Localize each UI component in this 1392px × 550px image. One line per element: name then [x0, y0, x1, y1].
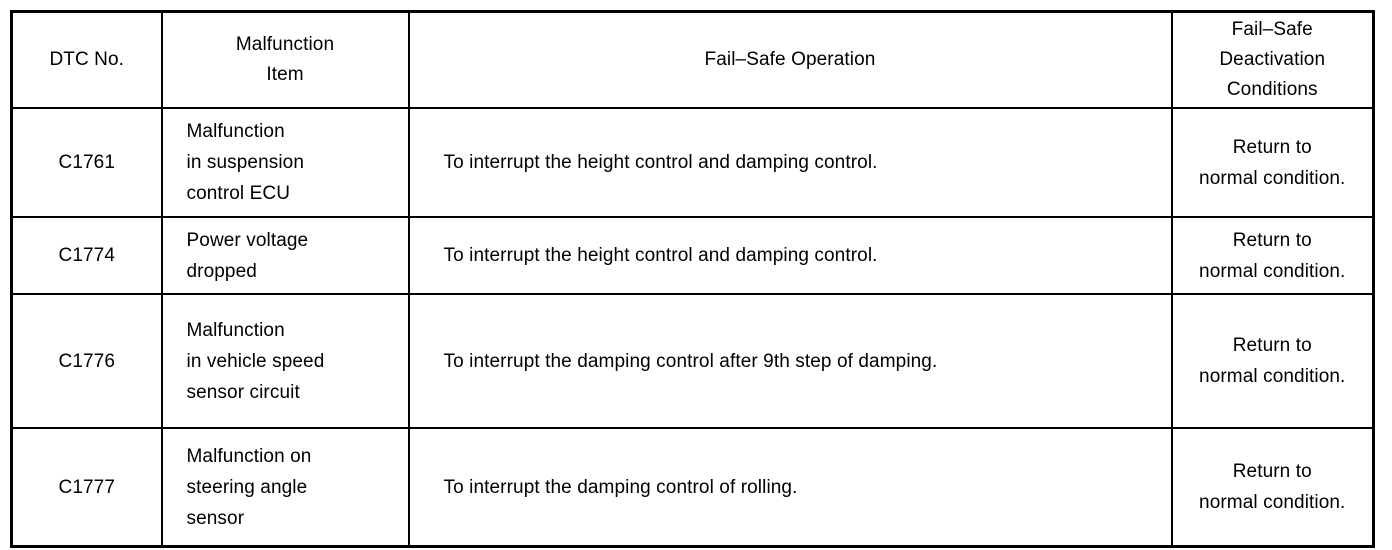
cell-dtc-no: C1777	[10, 427, 163, 548]
cell-fail-safe-operation-text: To interrupt the height control and damp…	[443, 245, 878, 266]
cell-fail-safe-operation-text: To interrupt the damping control of roll…	[443, 476, 798, 498]
column-header-malfunction-item-label: Malfunction Item	[235, 34, 335, 85]
column-header-dtc-no-label: DTC No.	[49, 49, 125, 70]
cell-malfunction-item: Malfunction in vehicle speed sensor circ…	[160, 293, 410, 429]
table-row: C1776 Malfunction in vehicle speed senso…	[10, 293, 1375, 429]
cell-fail-safe-deactivation: Return to normal condition.	[1170, 216, 1375, 295]
table-row: C1761 Malfunction in suspension control …	[10, 107, 1375, 218]
cell-fail-safe-operation: To interrupt the damping control of roll…	[407, 427, 1173, 548]
cell-fail-safe-deactivation: Return to normal condition.	[1170, 293, 1375, 429]
cell-fail-safe-deactivation-text: Return to normal condition.	[1199, 461, 1346, 513]
table-row: C1777 Malfunction on steering angle sens…	[10, 427, 1375, 548]
cell-malfunction-item: Malfunction in suspension control ECU	[160, 107, 410, 218]
cell-fail-safe-deactivation: Return to normal condition.	[1170, 107, 1375, 218]
cell-fail-safe-deactivation-text: Return to normal condition.	[1199, 335, 1346, 387]
cell-fail-safe-operation: To interrupt the height control and damp…	[407, 216, 1173, 295]
cell-dtc-no-text: C1777	[58, 476, 115, 498]
cell-malfunction-item-text: Power voltage dropped	[186, 229, 309, 282]
cell-malfunction-item-text: Malfunction on steering angle sensor	[186, 445, 312, 529]
cell-dtc-no: C1776	[10, 293, 163, 429]
cell-malfunction-item: Power voltage dropped	[160, 216, 410, 295]
cell-dtc-no: C1761	[10, 107, 163, 218]
column-header-fail-safe-operation: Fail–Safe Operation	[407, 10, 1173, 109]
cell-dtc-no: C1774	[10, 216, 163, 295]
cell-malfunction-item: Malfunction on steering angle sensor	[160, 427, 410, 548]
column-header-malfunction-item: Malfunction Item	[160, 10, 410, 109]
cell-dtc-no-text: C1774	[58, 245, 115, 266]
cell-malfunction-item-text: Malfunction in vehicle speed sensor circ…	[186, 319, 325, 403]
cell-dtc-no-text: C1776	[58, 350, 115, 372]
cell-fail-safe-operation: To interrupt the height control and damp…	[407, 107, 1173, 218]
cell-dtc-no-text: C1761	[58, 152, 115, 173]
cell-fail-safe-operation: To interrupt the damping control after 9…	[407, 293, 1173, 429]
cell-fail-safe-operation-text: To interrupt the damping control after 9…	[443, 350, 938, 372]
fail-safe-dtc-table: DTC No. Malfunction Item Fail–Safe Opera…	[10, 10, 1375, 548]
cell-malfunction-item-text: Malfunction in suspension control ECU	[186, 121, 304, 204]
column-header-fail-safe-operation-label: Fail–Safe Operation	[704, 49, 876, 70]
cell-fail-safe-deactivation-text: Return to normal condition.	[1199, 136, 1346, 189]
table-header-row: DTC No. Malfunction Item Fail–Safe Opera…	[10, 10, 1375, 109]
cell-fail-safe-deactivation: Return to normal condition.	[1170, 427, 1375, 548]
column-header-fail-safe-deactivation-conditions: Fail–Safe Deactivation Conditions	[1170, 10, 1375, 109]
column-header-dtc-no: DTC No.	[10, 10, 163, 109]
column-header-fail-safe-deactivation-conditions-label: Fail–Safe Deactivation Conditions	[1219, 19, 1326, 100]
cell-fail-safe-deactivation-text: Return to normal condition.	[1199, 229, 1346, 282]
table-row: C1774 Power voltage dropped To interrupt…	[10, 216, 1375, 295]
cell-fail-safe-operation-text: To interrupt the height control and damp…	[443, 152, 878, 173]
